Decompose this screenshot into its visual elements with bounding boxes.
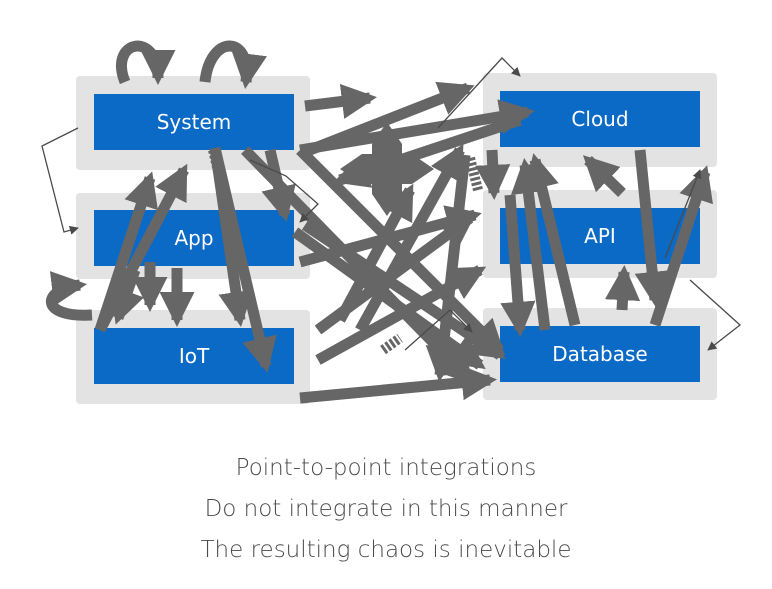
arrow-app-loop	[45, 271, 93, 321]
arrow-database-api	[604, 264, 641, 311]
arrow-api-database-1	[582, 155, 626, 197]
node-label-app: App	[174, 226, 213, 250]
arrow-cloud-database-1	[425, 154, 471, 382]
arrow-system-database-3	[301, 220, 506, 360]
striped-arrows	[208, 148, 483, 355]
node-label-cloud: Cloud	[571, 107, 628, 131]
arrow-system-api	[261, 148, 296, 222]
tangled-arrows	[45, 40, 713, 404]
caption-line-3: The resulting chaos is inevitable	[200, 537, 572, 563]
arrow-cross-2	[355, 143, 465, 333]
node-label-iot: IoT	[179, 344, 210, 368]
thin-arrow-top-right	[437, 57, 521, 129]
node-box-system	[94, 94, 294, 150]
node-label-database: Database	[552, 342, 647, 366]
arrow-app-iot-3	[110, 268, 144, 325]
node-labels: System App IoT Cloud API Database	[157, 107, 648, 368]
arrow-cloud-database-2	[500, 194, 536, 338]
thin-arrow-left-loop	[41, 127, 79, 235]
arrow-system-cloud-1	[304, 83, 377, 119]
arrow-system-cloud-3	[299, 99, 535, 156]
thin-arrow-right-loop	[689, 279, 742, 351]
node-label-system: System	[157, 110, 232, 134]
thin-arrow-system-app	[249, 159, 319, 223]
arrow-database-cloud-2	[510, 158, 551, 331]
arrow-self-loop-2	[199, 40, 267, 89]
thin-arrow-api-cloud	[664, 169, 702, 259]
integration-diagram: System App IoT Cloud API Database	[41, 40, 742, 404]
arrow-cross-1	[335, 183, 415, 323]
node-label-api: API	[584, 224, 616, 248]
arrow-self-loop-1	[116, 40, 176, 86]
caption-line-2: Do not integrate in this manner	[204, 496, 568, 522]
thin-arrow-mid	[404, 309, 473, 351]
arrow-iot-database	[299, 365, 498, 404]
caption-line-1: Point-to-point integrations	[235, 455, 537, 481]
arrow-database-cloud-3	[649, 165, 713, 327]
four-way-arrow-icon	[340, 122, 434, 216]
arrow-cloud-api	[475, 149, 511, 201]
thin-arrows	[41, 57, 742, 351]
arrow-cloud-database-3	[634, 149, 670, 308]
arrow-system-iot-2	[209, 146, 277, 373]
